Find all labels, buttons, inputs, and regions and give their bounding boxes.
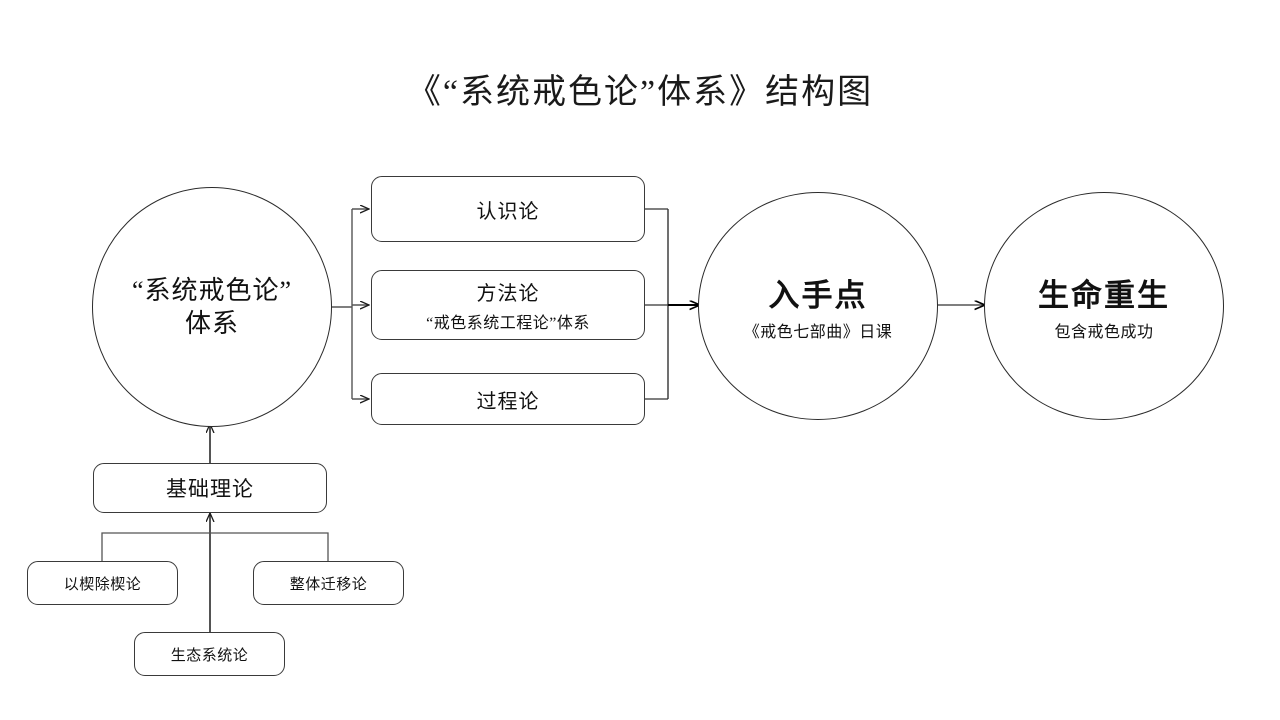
node-entrypoint-label: 入手点 — [768, 278, 868, 313]
node-wedge[interactable]: 以楔除楔论 — [27, 561, 178, 605]
node-rebirth[interactable]: 生命重生 包含戒色成功 — [984, 192, 1224, 420]
node-methodology[interactable]: 方法论 “戒色系统工程论”体系 — [371, 270, 645, 340]
page-title: 《“系统戒色论”体系》结构图 — [406, 74, 874, 111]
node-foundation-label: 基础理论 — [166, 478, 254, 501]
node-methodology-label: 方法论 — [476, 283, 540, 305]
node-epistemology-label: 认识论 — [476, 200, 540, 223]
node-wedge-label: 以楔除楔论 — [63, 575, 142, 593]
node-foundation[interactable]: 基础理论 — [93, 463, 327, 513]
edge-branches-to-entrypoint — [645, 208, 700, 400]
node-ecosystem[interactable]: 生态系统论 — [134, 632, 285, 676]
node-ecosystem-label: 生态系统论 — [170, 646, 249, 664]
node-transfer[interactable]: 整体迁移论 — [253, 561, 404, 605]
node-process[interactable]: 过程论 — [371, 373, 645, 425]
edge-core-to-branches — [332, 209, 369, 399]
node-transfer-label: 整体迁移论 — [289, 575, 368, 593]
node-rebirth-sublabel: 包含戒色成功 — [1054, 324, 1154, 341]
node-epistemology[interactable]: 认识论 — [371, 176, 645, 242]
node-entrypoint-sublabel: 《戒色七部曲》日课 — [743, 324, 893, 341]
node-process-label: 过程论 — [476, 390, 540, 413]
node-methodology-sublabel: “戒色系统工程论”体系 — [426, 315, 590, 332]
node-core[interactable]: “系统戒色论” 体系 — [92, 187, 332, 427]
node-entrypoint[interactable]: 入手点 《戒色七部曲》日课 — [698, 192, 938, 420]
node-core-label: “系统戒色论” 体系 — [131, 275, 293, 338]
node-rebirth-label: 生命重生 — [1038, 278, 1170, 313]
